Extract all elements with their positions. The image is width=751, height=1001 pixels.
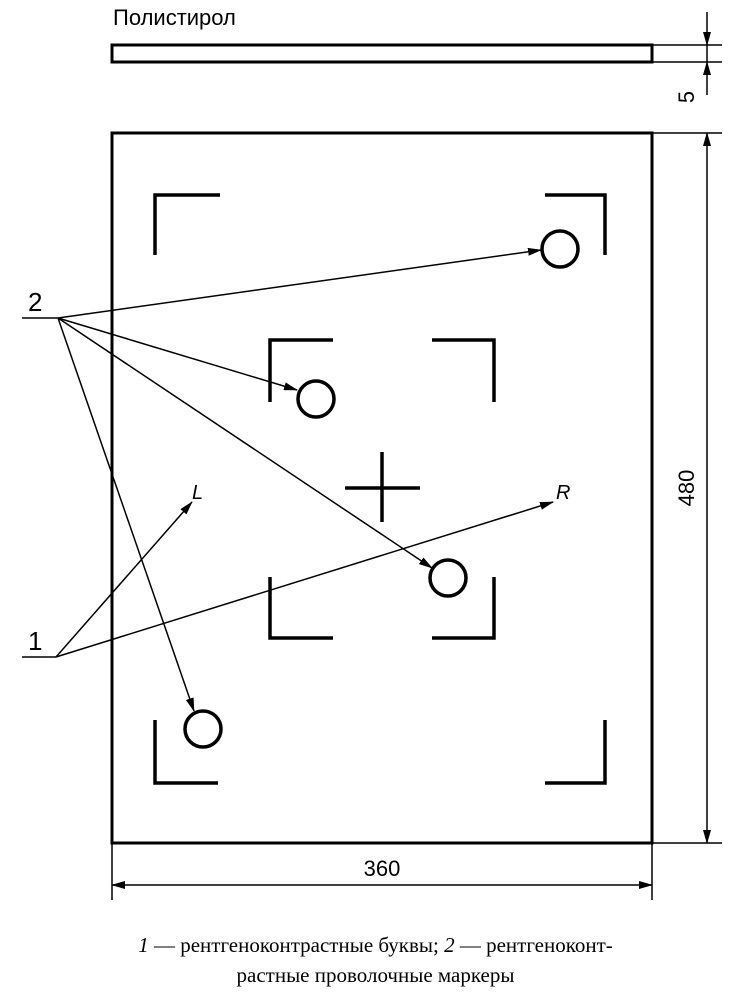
thickness-dimension <box>652 12 722 95</box>
width-value: 360 <box>364 856 401 881</box>
material-label: Полистирол <box>113 5 236 30</box>
wire-markers <box>183 229 580 749</box>
callout-2-label: 2 <box>28 287 42 317</box>
caption-number-2: 2 <box>444 933 455 957</box>
caption-text-2: — рентгеноконт- <box>454 933 613 957</box>
callout-2-leaders <box>22 247 542 712</box>
plate-side-view <box>110 43 654 64</box>
callout-1-leaders <box>22 501 554 658</box>
plate-top-view <box>110 131 654 845</box>
wire-marker <box>428 558 468 598</box>
height-value: 480 <box>674 470 699 507</box>
wire-marker <box>540 229 580 269</box>
letter-r-marker: R <box>556 482 570 504</box>
caption-text-1: — рентгеноконтрастные буквы; <box>148 933 445 957</box>
caption-number-1: 1 <box>138 933 149 957</box>
center-cross <box>345 452 420 522</box>
height-dimension <box>652 132 722 844</box>
figure-caption: 1 — рентгеноконтрастные буквы; 2 — рентг… <box>0 930 751 990</box>
letter-l-marker: L <box>192 482 203 504</box>
caption-line-1: 1 — рентгеноконтрастные буквы; 2 — рентг… <box>0 930 751 960</box>
thickness-value: 5 <box>674 91 699 103</box>
width-dimension <box>111 843 653 900</box>
wire-marker <box>296 379 336 419</box>
caption-line-2: растные проволочные маркеры <box>236 963 515 987</box>
wire-marker <box>183 709 223 749</box>
outer-corner-markers <box>153 193 607 785</box>
callout-1-label: 1 <box>28 626 42 656</box>
